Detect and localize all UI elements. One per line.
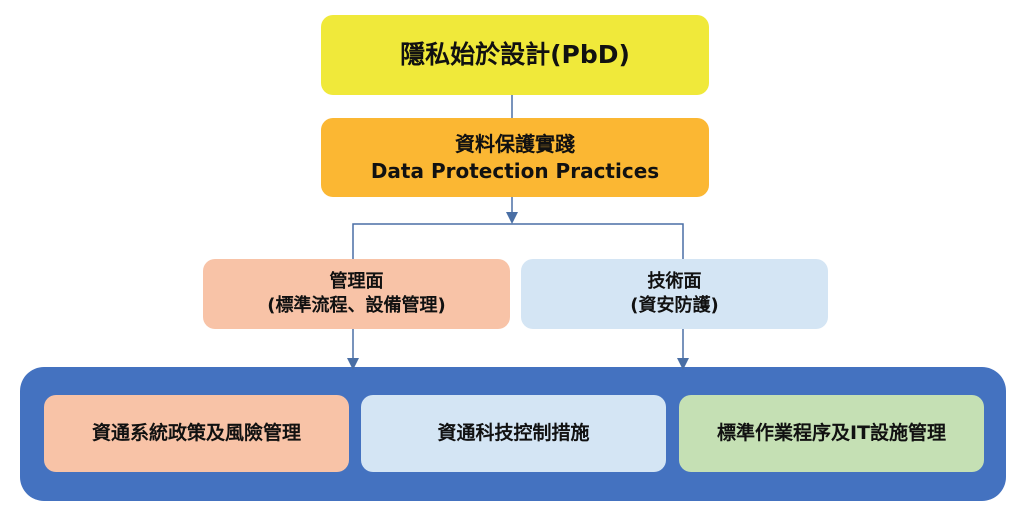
sop-it-facility-box: 標準作業程序及IT設施管理 (679, 395, 984, 472)
data-protection-practices-box: 資料保護實踐 Data Protection Practices (321, 118, 709, 197)
policy-risk-management-box: 資通系統政策及風險管理 (44, 395, 349, 472)
technical-aspect-box: 技術面 (資安防護) (521, 259, 828, 329)
management-aspect-box: 管理面 (標準流程、設備管理) (203, 259, 510, 329)
management-title: 管理面 (329, 270, 384, 292)
ict-control-measures-box: 資通科技控制措施 (361, 395, 666, 472)
practices-title-zh: 資料保護實踐 (455, 131, 575, 156)
practices-title-en: Data Protection Practices (370, 158, 660, 183)
policy-risk-management-label: 資通系統政策及風險管理 (91, 421, 301, 444)
privacy-by-design-box: 隱私始於設計(PbD) (321, 15, 709, 95)
technical-title: 技術面 (647, 270, 702, 292)
technical-subtitle: (資安防護) (630, 295, 719, 316)
management-subtitle: (標準流程、設備管理) (267, 295, 446, 316)
ict-control-measures-label: 資通科技控制措施 (437, 421, 590, 444)
sop-it-facility-label: 標準作業程序及IT設施管理 (716, 421, 947, 444)
connector-branch (352, 223, 684, 259)
privacy-by-design-title: 隱私始於設計(PbD) (400, 40, 630, 70)
